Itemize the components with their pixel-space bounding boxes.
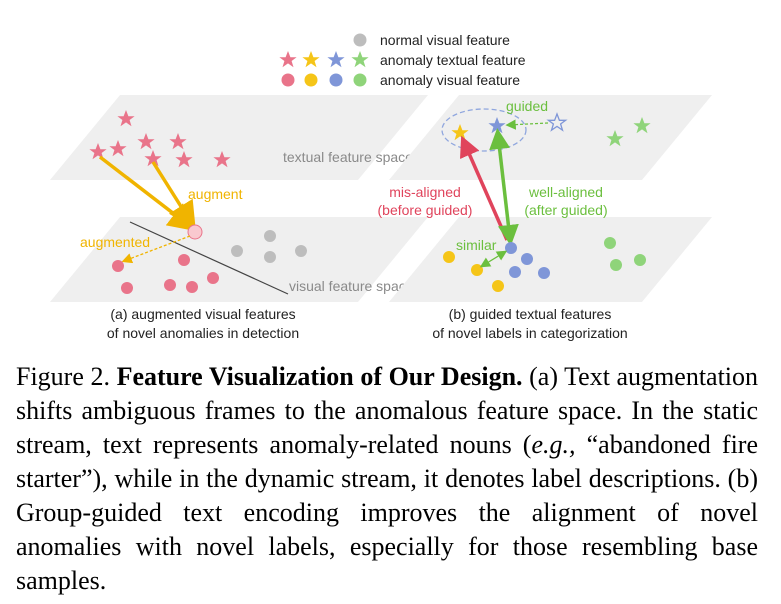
panel-a-visual-space-label: visual feature space	[289, 278, 414, 294]
star	[213, 151, 231, 168]
dot	[112, 260, 124, 272]
dot	[264, 230, 276, 242]
dot	[264, 251, 276, 263]
dot	[505, 242, 517, 254]
panel-a-textual-plane	[50, 95, 428, 180]
dot	[634, 254, 646, 266]
star	[117, 110, 135, 127]
panel-b-blue-dots	[505, 242, 550, 279]
legend-star-blue	[327, 51, 345, 68]
legend-anomaly-textual-label: anomaly textual feature	[380, 52, 526, 68]
legend-star-row	[279, 51, 369, 68]
panel-a-pink-stars	[89, 110, 231, 168]
dot	[492, 280, 504, 292]
star	[144, 150, 162, 167]
dot	[186, 281, 198, 293]
dot	[538, 267, 550, 279]
legend-star-pink	[279, 51, 297, 68]
augmented-point	[187, 224, 203, 240]
wellaligned-label-line1: well-aligned	[528, 184, 603, 200]
blue-star-outline	[546, 112, 568, 132]
dot	[610, 259, 622, 271]
decision-boundary-line	[129, 221, 289, 295]
yellow-star	[451, 124, 469, 141]
caption-part1: (a) Text augmentation shifts ambiguous f…	[16, 362, 759, 459]
dot	[443, 251, 455, 263]
panel-a-pink-dots	[112, 254, 219, 294]
panel-b-subcaption-line2: of novel labels in categorization	[432, 325, 627, 341]
similar-label: similar	[456, 237, 497, 253]
wellaligned-label-line2: (after guided)	[524, 202, 607, 218]
dot	[231, 245, 243, 257]
star	[137, 133, 155, 150]
blue-star	[488, 117, 506, 134]
legend-anomaly-visual-label: anomaly visual feature	[380, 72, 520, 88]
panel-b-subcaption-line1: (b) guided textual features	[449, 306, 612, 322]
misaligned-label-line2: (before guided)	[378, 202, 473, 218]
legend-dot-pink	[281, 73, 295, 87]
caption-prefix: Figure 2.	[16, 362, 110, 391]
caption-title: Feature Visualization of Our Design.	[116, 362, 523, 391]
legend-star-green	[351, 51, 369, 68]
legend-dot-yellow	[304, 73, 318, 87]
guided-group-ellipse	[441, 108, 527, 152]
legend-dot-blue	[329, 73, 343, 87]
wellaligned-arrow	[489, 128, 519, 246]
star	[175, 151, 193, 168]
panel-a-subcaption-line1: (a) augmented visual features	[110, 306, 295, 322]
legend-dot-green	[353, 73, 367, 87]
panel-a: textual feature space visual feature spa…	[50, 95, 428, 341]
star	[109, 140, 127, 157]
legend-normal-label: normal visual feature	[380, 32, 510, 48]
star	[89, 143, 107, 160]
caption-part2: “abandoned fire starter”), while in the …	[16, 430, 758, 595]
dot	[509, 266, 521, 278]
legend: normal visual feature anomaly textual fe…	[279, 32, 526, 88]
augmented-dashed-arrow	[121, 235, 191, 264]
misaligned-label-line1: mis-aligned	[389, 184, 461, 200]
dot	[164, 279, 176, 291]
feature-visualization-figure: normal visual feature anomaly textual fe…	[50, 32, 712, 341]
panel-a-textual-space-label: textual feature space	[283, 149, 413, 165]
similar-arrow	[479, 250, 508, 268]
caption-eg: e.g.,	[531, 430, 576, 459]
legend-star-yellow	[302, 51, 320, 68]
panel-b: guided mis-aligned (before guided) well-…	[378, 95, 712, 341]
panel-a-gray-dots	[231, 230, 307, 263]
augment-arrow-2	[151, 161, 196, 230]
panel-b-visual-plane	[389, 217, 712, 302]
green-star	[606, 130, 624, 147]
dot	[178, 254, 190, 266]
dot	[604, 237, 616, 249]
panel-a-visual-plane	[50, 217, 428, 302]
panel-b-textual-plane	[389, 95, 712, 180]
green-star	[633, 117, 651, 134]
legend-normal-dot	[353, 33, 367, 47]
dot	[521, 253, 533, 265]
augmented-label: augmented	[80, 234, 150, 250]
figure-caption: Figure 2. Feature Visualization of Our D…	[16, 360, 758, 598]
dot	[121, 282, 133, 294]
dot	[207, 272, 219, 284]
augment-label: augment	[188, 186, 243, 202]
guided-dashed-arrow	[505, 119, 549, 130]
guided-label: guided	[506, 98, 548, 114]
dot	[295, 245, 307, 257]
panel-b-green-dots	[604, 237, 646, 271]
dot	[471, 264, 483, 276]
star	[169, 133, 187, 150]
panel-a-subcaption-line2: of novel anomalies in detection	[107, 325, 299, 341]
